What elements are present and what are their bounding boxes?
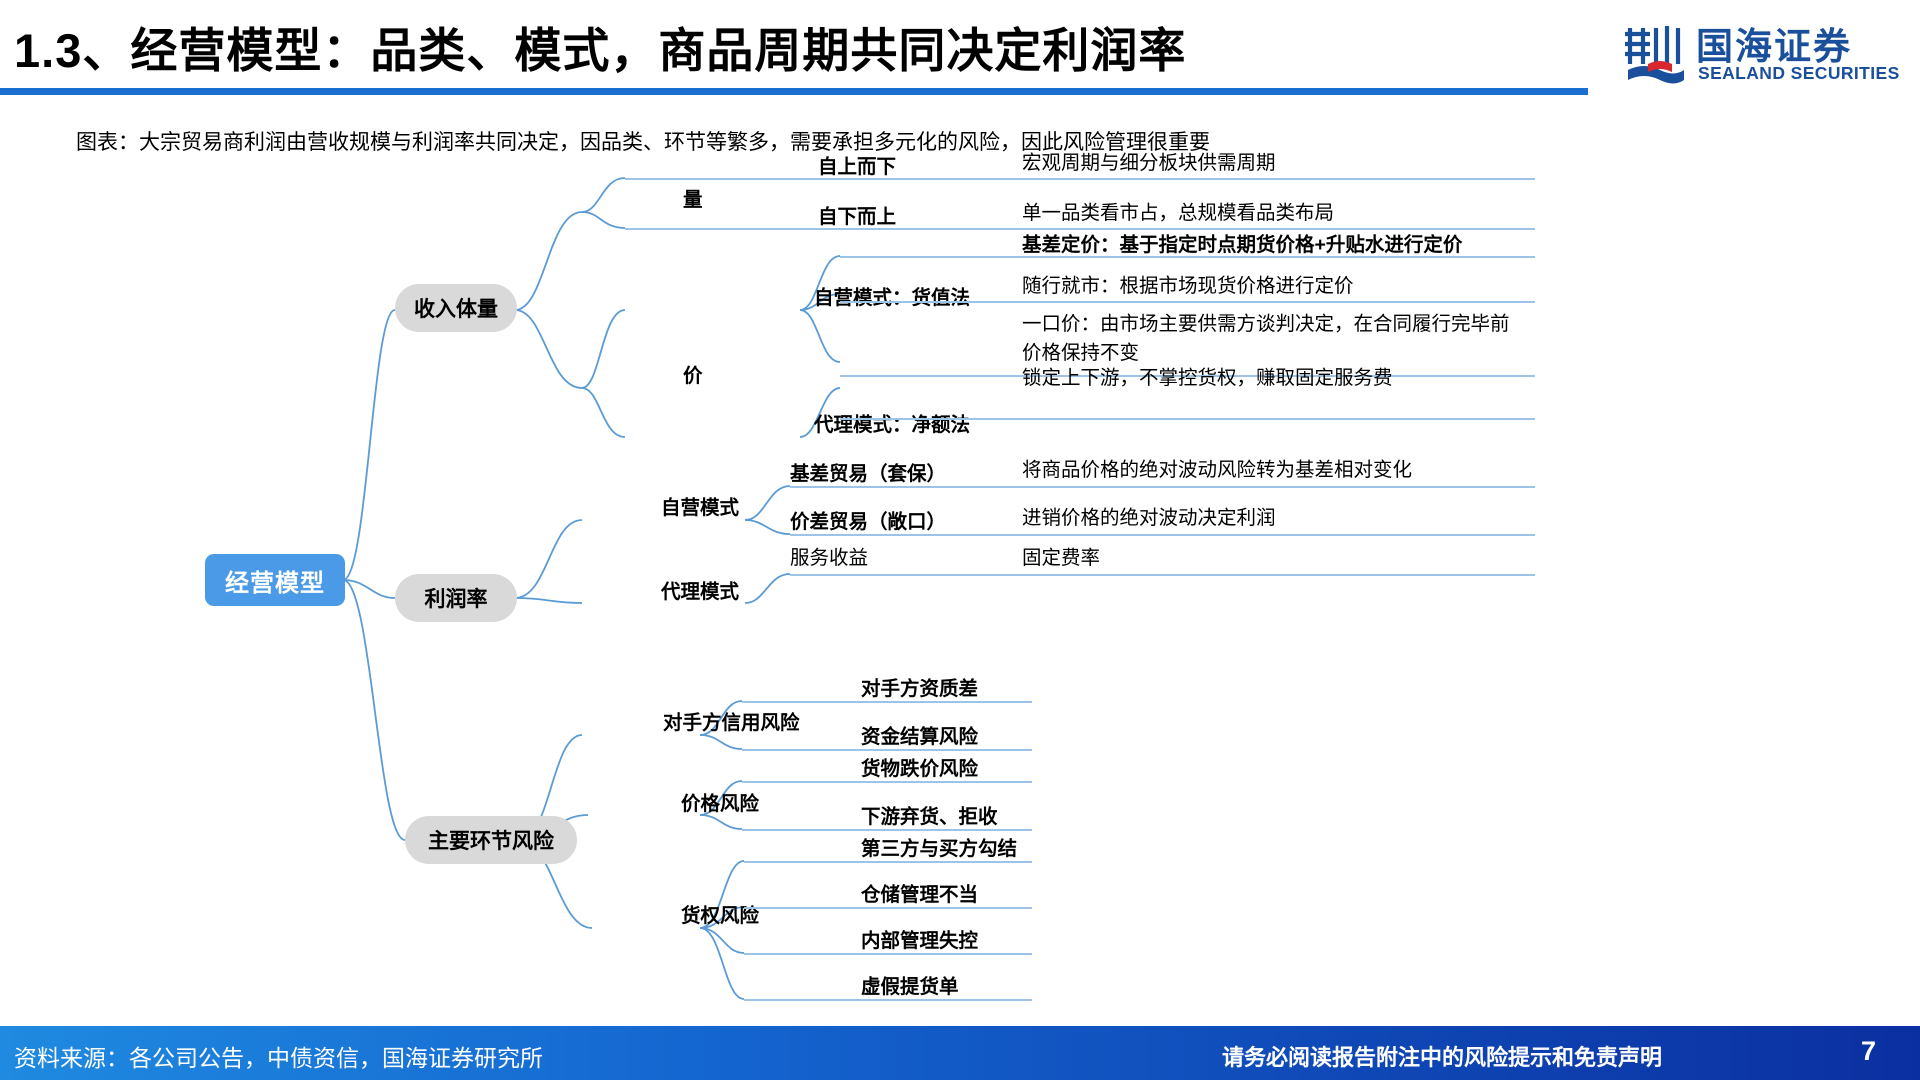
underline-spread-trade bbox=[790, 534, 1535, 536]
leaf-top-down[interactable]: 自上而下 bbox=[818, 156, 897, 178]
footer-disclaimer: 请务必阅读报告附注中的风险提示和免责声明 bbox=[1222, 1045, 1663, 1070]
leaf-service-income[interactable]: 服务收益 bbox=[790, 547, 869, 569]
leaf-basis-pricing[interactable]: 基差定价：基于指定时点期货价格+升贴水进行定价 bbox=[1022, 234, 1463, 256]
label-ownership-risk[interactable]: 货权风险 bbox=[681, 905, 760, 927]
label-price[interactable]: 价 bbox=[683, 365, 703, 387]
leaf-false-delivery-order[interactable]: 虚假提货单 bbox=[861, 976, 959, 998]
underline-settlement-risk bbox=[742, 749, 1032, 751]
leaf-settlement-risk[interactable]: 资金结算风险 bbox=[861, 726, 979, 748]
label-agency-mode[interactable]: 代理模式 bbox=[661, 581, 740, 603]
node-revenue-scale-label: 收入体量 bbox=[414, 298, 498, 321]
label-price-risk[interactable]: 价格风险 bbox=[681, 793, 760, 815]
label-proprietary-mode[interactable]: 自营模式 bbox=[661, 497, 740, 519]
underline-agency-net-method bbox=[840, 418, 1535, 420]
detail-service-income: 固定费率 bbox=[1022, 547, 1101, 569]
leaf-fixed-price-line1[interactable]: 一口价：由市场主要供需方谈判决定，在合同履行完毕前 bbox=[1022, 313, 1510, 335]
page-title: 1.3、经营模型：品类、模式，商品周期共同决定利润率 bbox=[14, 24, 1187, 77]
label-agency-net-method[interactable]: 代理模式：净额法 bbox=[814, 414, 971, 436]
sealand-securities-logo-mark bbox=[1625, 26, 1684, 84]
leaf-internal-control-failure[interactable]: 内部管理失控 bbox=[861, 930, 979, 952]
leaf-third-party-collusion[interactable]: 第三方与买方勾结 bbox=[861, 838, 1018, 860]
underline-false-delivery-order bbox=[744, 999, 1032, 1001]
leaf-basis-trade[interactable]: 基差贸易（套保） bbox=[790, 463, 947, 485]
underline-internal-control-failure bbox=[744, 953, 1032, 955]
detail-top-down: 宏观周期与细分板块供需周期 bbox=[1022, 152, 1276, 174]
underline-counterparty-quality bbox=[742, 701, 1032, 703]
footer-bar: 资料来源：各公司公告，中债资信，国海证券研究所 请务必阅读报告附注中的风险提示和… bbox=[0, 1026, 1920, 1080]
label-proprietary-cost-method[interactable]: 自营模式：货值法 bbox=[814, 287, 971, 309]
footer-source: 资料来源：各公司公告，中债资信，国海证券研究所 bbox=[14, 1045, 543, 1071]
detail-spread-trade: 进销价格的绝对波动决定利润 bbox=[1022, 507, 1276, 529]
node-root[interactable]: 经营模型 bbox=[205, 554, 345, 606]
node-key-risks[interactable]: 主要环节风险 bbox=[405, 816, 577, 864]
node-profit-margin-label: 利润率 bbox=[424, 588, 488, 611]
underline-goods-depreciation bbox=[742, 781, 1032, 783]
underline-third-party-collusion bbox=[744, 861, 1032, 863]
logo: 国海证券 SEALAND SECURITIES bbox=[1622, 14, 1912, 92]
logo-text-cn: 国海证券 bbox=[1696, 26, 1852, 67]
node-revenue-scale[interactable]: 收入体量 bbox=[395, 284, 517, 332]
detail-agency-net-method: 锁定上下游，不掌控货权，赚取固定服务费 bbox=[1022, 367, 1393, 389]
logo-text-en: SEALAND SECURITIES bbox=[1698, 63, 1900, 83]
underline-basis-pricing bbox=[840, 256, 1535, 258]
underline-fixed-price bbox=[840, 375, 1535, 377]
mind-map: 经营模型 收入体量 利润率 主要环节风险 量 价 自营模式：货值法 代理模式：净… bbox=[0, 150, 1920, 1020]
underline-warehouse-mismanagement bbox=[744, 907, 1032, 909]
label-volume[interactable]: 量 bbox=[683, 189, 703, 211]
detail-bottom-up: 单一品类看市占，总规模看品类布局 bbox=[1022, 202, 1335, 224]
leaf-warehouse-mismanagement[interactable]: 仓储管理不当 bbox=[861, 884, 979, 906]
underline-bottom-up bbox=[625, 228, 1535, 230]
underline-top-down bbox=[625, 178, 1535, 180]
underline-downstream-rejection bbox=[742, 829, 1032, 831]
page-number: 7 bbox=[1861, 1036, 1877, 1066]
node-profit-margin[interactable]: 利润率 bbox=[395, 574, 517, 622]
leaf-bottom-up[interactable]: 自下而上 bbox=[818, 206, 897, 228]
figure-caption: 图表：大宗贸易商利润由营收规模与利润率共同决定，因品类、环节等繁多，需要承担多元… bbox=[76, 131, 1210, 154]
leaf-goods-depreciation[interactable]: 货物跌价风险 bbox=[861, 758, 979, 780]
leaf-market-pricing[interactable]: 随行就市：根据市场现货价格进行定价 bbox=[1022, 275, 1354, 297]
leaf-counterparty-quality[interactable]: 对手方资质差 bbox=[861, 678, 979, 700]
leaf-downstream-rejection[interactable]: 下游弃货、拒收 bbox=[861, 806, 998, 828]
node-root-label: 经营模型 bbox=[225, 569, 325, 597]
underline-service-income bbox=[790, 574, 1535, 576]
underline-market-pricing bbox=[840, 301, 1535, 303]
title-divider bbox=[0, 88, 1588, 95]
detail-basis-trade: 将商品价格的绝对波动风险转为基差相对变化 bbox=[1022, 459, 1413, 481]
label-counterparty-credit-risk[interactable]: 对手方信用风险 bbox=[663, 712, 800, 734]
leaf-fixed-price-line2: 价格保持不变 bbox=[1022, 342, 1140, 364]
underline-basis-trade bbox=[790, 486, 1535, 488]
node-key-risks-label: 主要环节风险 bbox=[428, 830, 554, 853]
leaf-spread-trade[interactable]: 价差贸易（敞口） bbox=[790, 511, 947, 533]
